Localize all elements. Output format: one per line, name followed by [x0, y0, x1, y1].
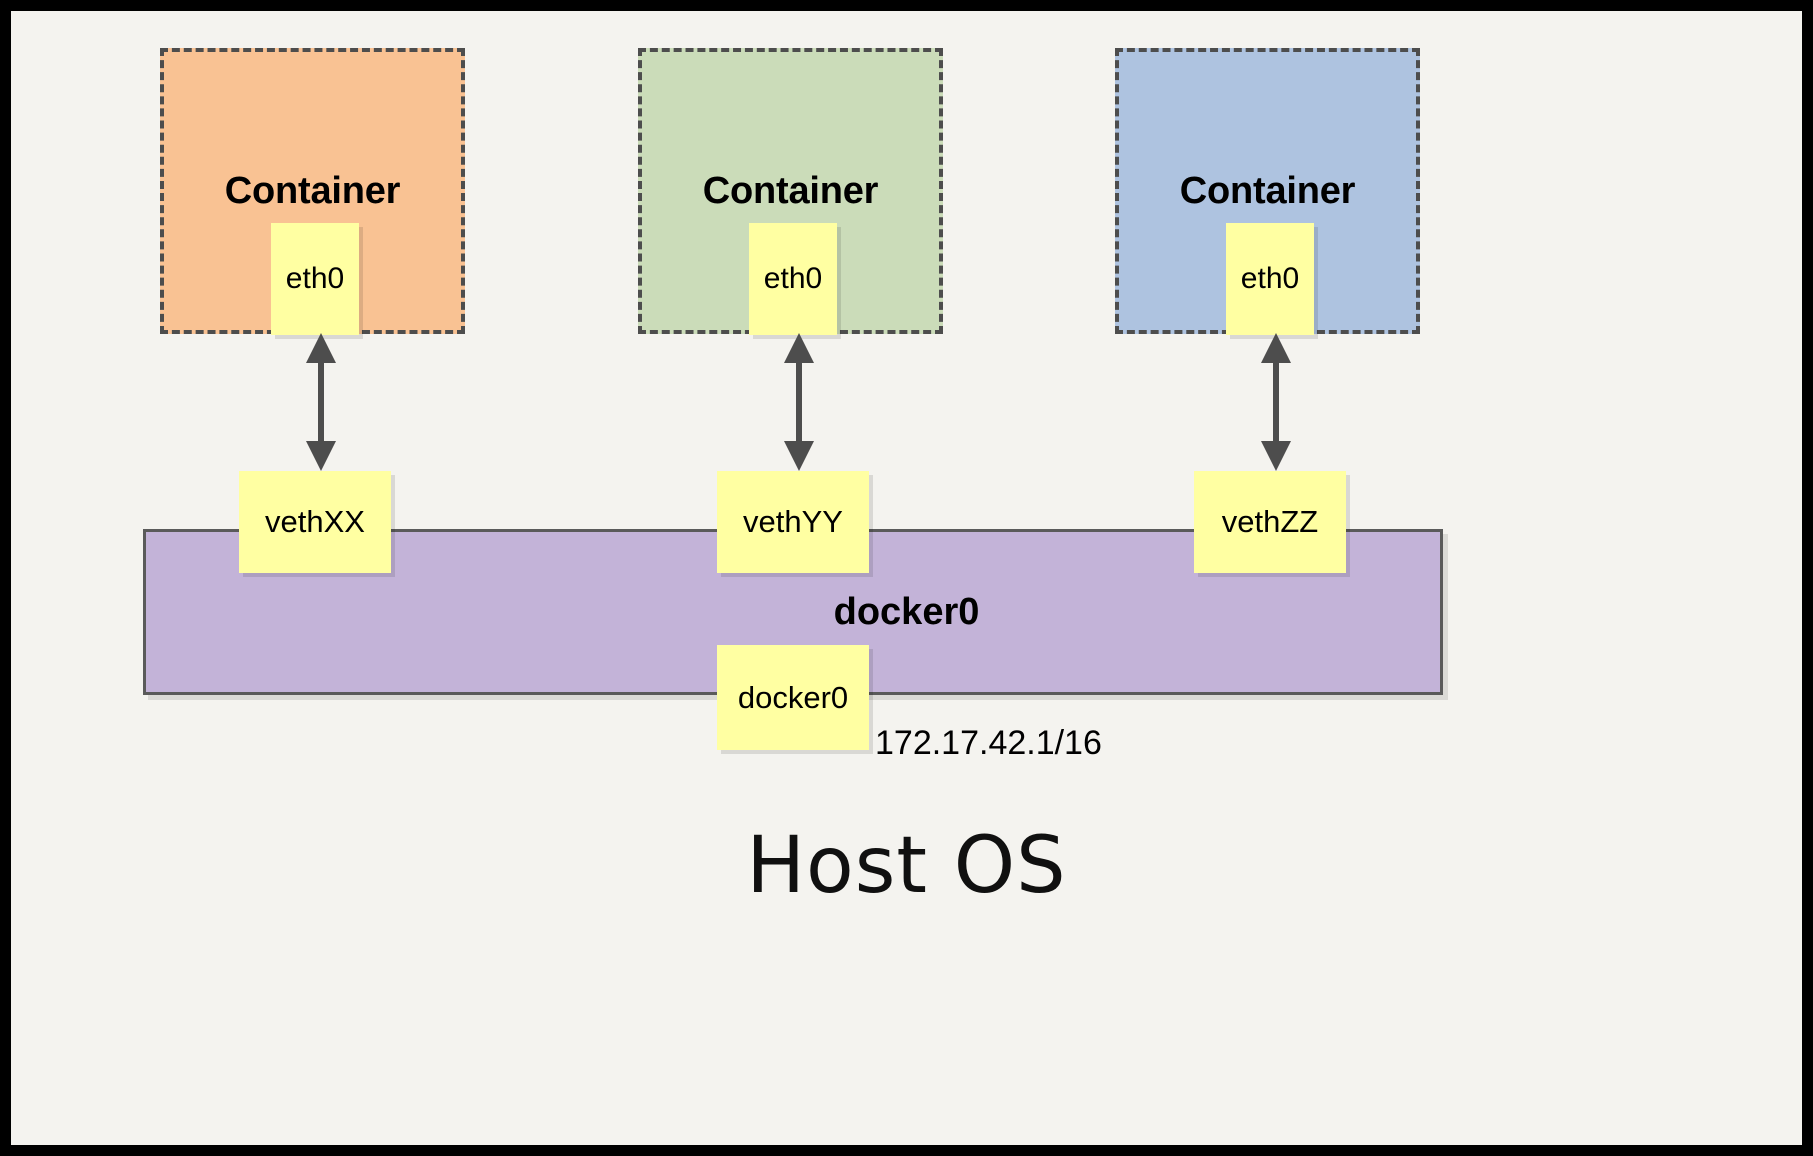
- eth0-note-2: eth0: [749, 223, 837, 335]
- eth0-note-1: eth0: [271, 223, 359, 335]
- diagram-canvas: docker0 Container Container Container et…: [11, 11, 1802, 1145]
- veth-link-arrow-1: [306, 333, 336, 471]
- docker0-interface-note: docker0: [717, 645, 869, 750]
- eth0-note-3: eth0: [1226, 223, 1314, 335]
- veth-note-3: vethZZ: [1194, 471, 1346, 573]
- docker0-ip-address: 172.17.42.1/16: [875, 724, 1102, 762]
- veth-note-2: vethYY: [717, 471, 869, 573]
- veth-note-1: vethXX: [239, 471, 391, 573]
- container-title-3: Container: [1179, 170, 1356, 212]
- veth-link-arrow-3: [1261, 333, 1291, 471]
- container-title-1: Container: [224, 170, 401, 212]
- container-title-2: Container: [702, 170, 879, 212]
- veth-link-arrow-2: [784, 333, 814, 471]
- host-os-label: Host OS: [746, 821, 1067, 911]
